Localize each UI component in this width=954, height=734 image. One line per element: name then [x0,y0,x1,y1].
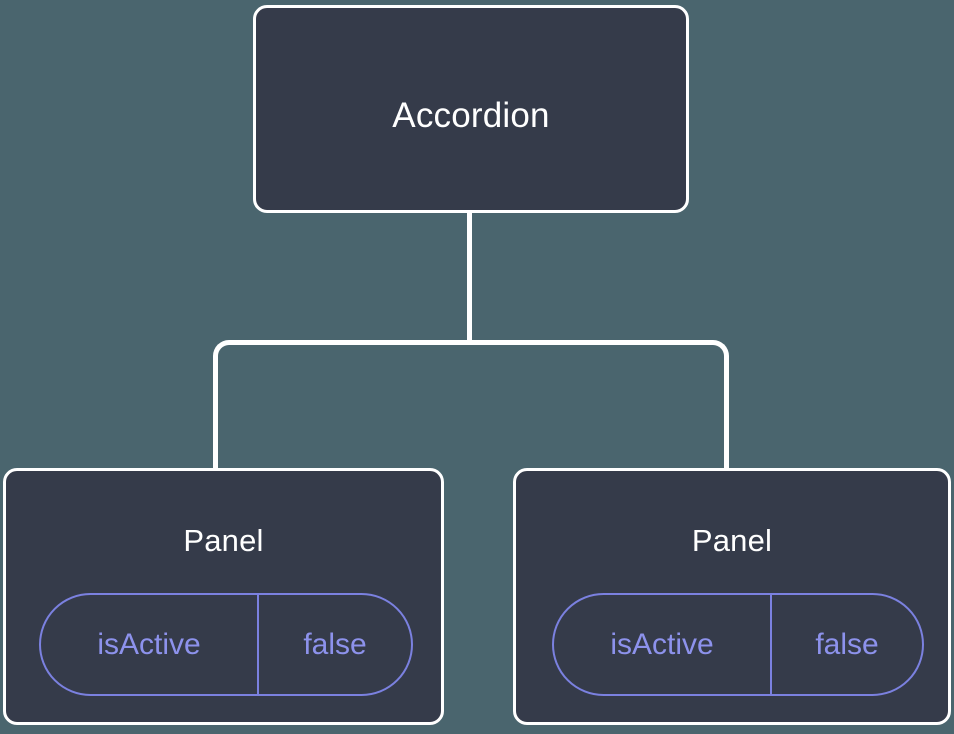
edge-accordion-trunk [467,210,472,343]
node-panel-left[interactable]: Panel isActive false [3,468,444,725]
edge-branch-rail [213,340,729,470]
node-panel-left-label: Panel [183,523,264,558]
prop-value-is-active-right: false [815,627,879,661]
prop-key-is-active-left: isActive [41,595,259,694]
prop-key-is-active-right: isActive [554,595,772,694]
node-accordion[interactable]: Accordion [253,5,689,213]
prop-value-is-active-left: false [303,627,367,661]
node-panel-right[interactable]: Panel isActive false [513,468,951,725]
node-panel-right-label: Panel [691,523,773,558]
prop-pill-right[interactable]: isActive false [552,593,924,696]
node-accordion-label: Accordion [392,96,550,135]
prop-pill-left[interactable]: isActive false [39,593,413,696]
